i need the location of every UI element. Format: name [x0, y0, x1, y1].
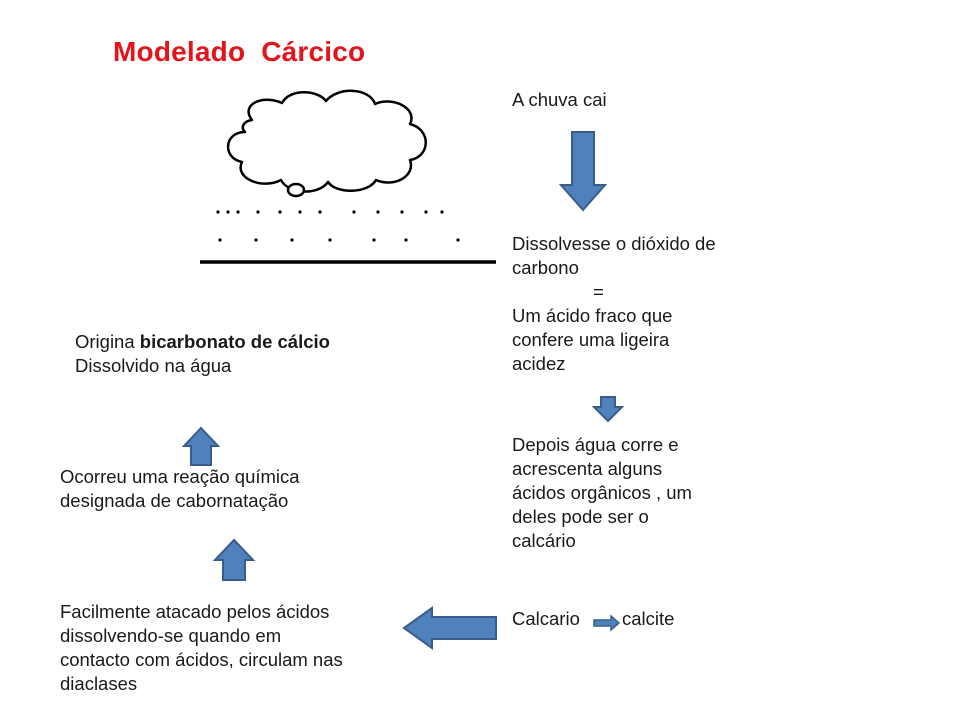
reaction-line: designada de cabornatação	[60, 490, 289, 511]
arrow-down-large-icon	[558, 131, 608, 212]
rain-drops	[216, 210, 460, 242]
arrow-left-icon	[402, 606, 497, 650]
reaction-line: Ocorreu uma reação química	[60, 466, 300, 487]
step-acid-line: confere uma ligeira	[512, 329, 670, 350]
arrow-right-small-icon	[593, 614, 621, 632]
attack-text: Facilmente atacado pelos ácidos dissolve…	[60, 600, 343, 696]
step-acid-line: acidez	[512, 353, 566, 374]
step-dissolve-line: carbono	[512, 257, 579, 278]
result-text: Origina bicarbonato de cálcio Dissolvido…	[75, 330, 330, 378]
result-prefix: Origina	[75, 331, 140, 352]
step-runoff-line: Depois água corre e	[512, 434, 679, 455]
step-runoff-text: Depois água corre e acrescenta alguns ác…	[512, 433, 692, 553]
attack-line: Facilmente atacado pelos ácidos	[60, 601, 330, 622]
page-title: Modelado Cárcico	[113, 36, 366, 67]
step-calcite-label: calcite	[622, 608, 675, 629]
step-dissolve-line: Dissolvesse o dióxido de	[512, 233, 716, 254]
equals-sign: =	[593, 281, 604, 302]
attack-line: contacto com ácidos, circulam nas	[60, 649, 343, 670]
result-line-1: Origina bicarbonato de cálcio	[75, 330, 330, 354]
step-rain-text: A chuva cai	[512, 89, 607, 110]
attack-line: diaclases	[60, 673, 138, 694]
reaction-text: Ocorreu uma reação química designada de …	[60, 465, 300, 513]
arrow-up-lower-icon	[212, 538, 256, 581]
step-runoff-line: deles pode ser o	[512, 506, 649, 527]
step-runoff-line: acrescenta alguns	[512, 458, 663, 479]
result-line-2: Dissolvido na água	[75, 355, 232, 376]
cloud-icon	[226, 89, 427, 198]
arrow-down-small-icon	[591, 396, 625, 423]
result-bold: bicarbonato de cálcio	[139, 331, 330, 352]
step-calcario-label: Calcario	[512, 608, 580, 629]
arrow-up-upper-icon	[181, 426, 221, 466]
step-dissolve-text: Dissolvesse o dióxido de carbono = Um ác…	[512, 232, 716, 376]
step-runoff-line: calcário	[512, 530, 576, 551]
step-acid-line: Um ácido fraco que	[512, 305, 673, 326]
step-runoff-line: ácidos orgânicos , um	[512, 482, 692, 503]
attack-line: dissolvendo-se quando em	[60, 625, 282, 646]
